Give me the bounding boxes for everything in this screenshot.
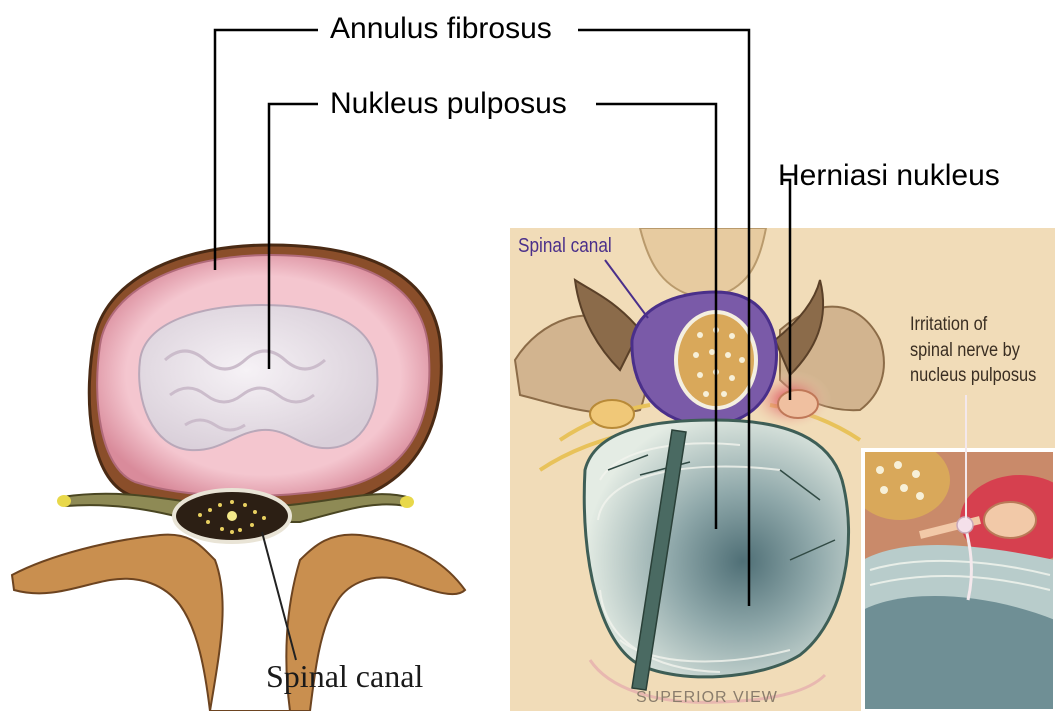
label-nukleus-pulposus: Nukleus pulposus: [330, 89, 567, 119]
label-irritation-spinal-nerve: Irritation of spinal nerve by nucleus pu…: [910, 312, 1036, 389]
inset-magnified-view: [850, 440, 1055, 711]
label-herniasi-nukleus: Herniasi nukleus: [778, 161, 1000, 191]
leader-annulus-left: [215, 30, 318, 270]
label-spinal-canal-left: Spinal canal: [266, 660, 423, 692]
label-superior-view: SUPERIOR VIEW: [636, 690, 778, 706]
label-spinal-canal-right: Spinal canal: [518, 236, 612, 256]
nucleus-pulposus-left: [139, 305, 377, 450]
left-vertebra-illustration: [12, 245, 465, 711]
label-annulus-fibrosus: Annulus fibrosus: [330, 14, 552, 44]
